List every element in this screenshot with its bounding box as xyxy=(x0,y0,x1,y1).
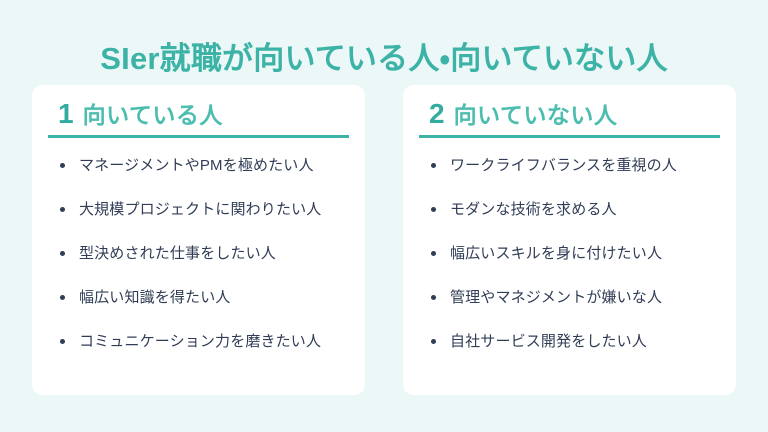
card-not-suited-number: 2 xyxy=(429,98,445,129)
list-item-label: 幅広い知識を得たい人 xyxy=(79,289,231,306)
list-item: 型決めされた仕事をしたい人 xyxy=(60,245,349,263)
list-item-label: 幅広いスキルを身に付けたい人 xyxy=(450,245,663,262)
bullet-dot-icon xyxy=(60,207,65,212)
cards-container: 1 向いている人 マネージメントやPMを極めたい人 大規模プロジェクトに関わりた… xyxy=(32,85,736,395)
list-item-label: ワークライフバランスを重視の人 xyxy=(450,157,677,174)
list-item-label: モダンな技術を求める人 xyxy=(450,201,617,218)
list-item-label: コミュニケーション力を磨きたい人 xyxy=(79,333,322,350)
list-item: ワークライフバランスを重視の人 xyxy=(431,157,720,175)
bullet-dot-icon xyxy=(431,251,436,256)
list-item: 大規模プロジェクトに関わりたい人 xyxy=(60,201,349,219)
list-item-label: 大規模プロジェクトに関わりたい人 xyxy=(79,201,322,218)
card-not-suited-heading: 向いていない人 xyxy=(453,102,618,128)
list-item: 幅広い知識を得たい人 xyxy=(60,289,349,307)
list-item: マネージメントやPMを極めたい人 xyxy=(60,157,349,175)
bullet-dot-icon xyxy=(431,163,436,168)
list-item: 管理やマネジメントが嫌いな人 xyxy=(431,289,720,307)
list-item-label: 管理やマネジメントが嫌いな人 xyxy=(450,289,663,306)
list-item-label: 自社サービス開発をしたい人 xyxy=(450,333,647,350)
card-suited-list: マネージメントやPMを極めたい人 大規模プロジェクトに関わりたい人 型決めされた… xyxy=(48,157,349,351)
card-not-suited-list: ワークライフバランスを重視の人 モダンな技術を求める人 幅広いスキルを身に付けた… xyxy=(419,157,720,351)
page-title: SIer就職が向いている人・向いていない人 xyxy=(100,40,668,76)
card-suited-number: 1 xyxy=(58,98,74,129)
card-not-suited-header: 2 向いていない人 xyxy=(419,100,720,138)
bullet-dot-icon xyxy=(60,295,65,300)
card-suited: 1 向いている人 マネージメントやPMを極めたい人 大規模プロジェクトに関わりた… xyxy=(32,85,365,395)
list-item-label: マネージメントやPMを極めたい人 xyxy=(79,157,314,174)
card-suited-header: 1 向いている人 xyxy=(48,100,349,138)
bullet-dot-icon xyxy=(431,295,436,300)
list-item: モダンな技術を求める人 xyxy=(431,201,720,219)
bullet-dot-icon xyxy=(60,339,65,344)
list-item-label: 型決めされた仕事をしたい人 xyxy=(79,245,276,262)
bullet-dot-icon xyxy=(431,207,436,212)
bullet-dot-icon xyxy=(431,339,436,344)
list-item: コミュニケーション力を磨きたい人 xyxy=(60,333,349,351)
list-item: 幅広いスキルを身に付けたい人 xyxy=(431,245,720,263)
card-not-suited: 2 向いていない人 ワークライフバランスを重視の人 モダンな技術を求める人 幅広… xyxy=(403,85,736,395)
bullet-dot-icon xyxy=(60,163,65,168)
card-suited-heading: 向いている人 xyxy=(82,102,223,128)
bullet-dot-icon xyxy=(60,251,65,256)
list-item: 自社サービス開発をしたい人 xyxy=(431,333,720,351)
